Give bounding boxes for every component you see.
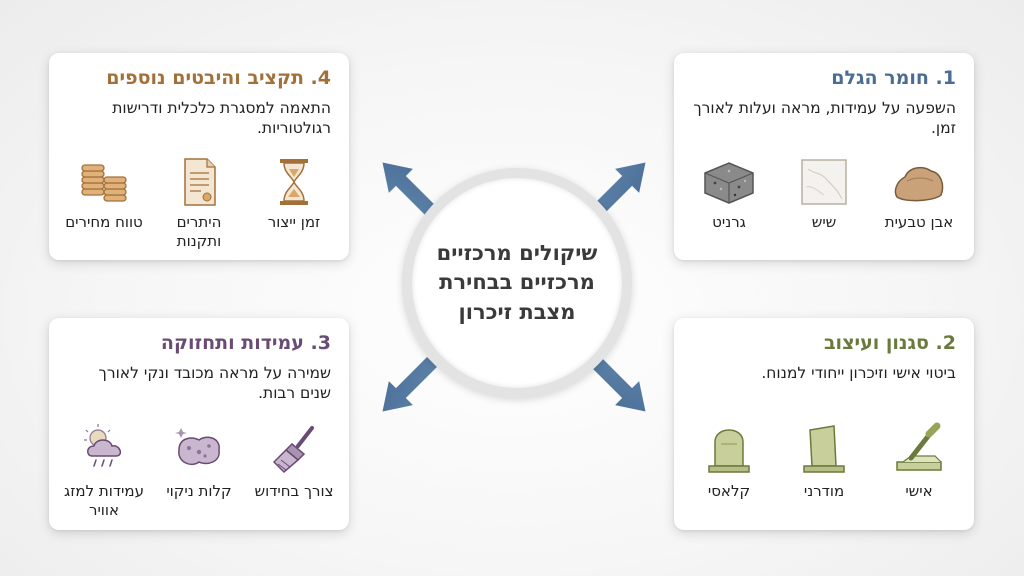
item-personal: אישי: [876, 422, 962, 501]
card-description: שמירה על מראה מכובד ונקי לאורך שנים רבות…: [98, 363, 332, 402]
card-title: 3. עמידות ותחזוקה: [160, 332, 331, 354]
item-classic: קלאסי: [686, 422, 772, 501]
item-marble: שיש: [781, 157, 867, 232]
classic-headstone-icon: [708, 429, 750, 473]
card-description: התאמה למסגרת כלכלית ודרישות רגולטוריות.: [112, 98, 331, 137]
arrow-bottom-left: [382, 357, 437, 412]
item-label: שיש: [811, 213, 837, 231]
item-price-range: טווח מחירים: [61, 157, 147, 251]
item-modern: מודרני: [781, 422, 867, 501]
hourglass-icon: [280, 159, 308, 205]
item-renewal-need: צורך בחידוש: [251, 422, 337, 520]
coins-icon: [81, 164, 127, 202]
arrow-top-right: [591, 162, 646, 217]
granite-icon: [704, 162, 754, 204]
center-circle: שיקולים מרכזיים מרכזיים בבחירת מצבת זיכר…: [412, 178, 622, 388]
card-budget: 4. תקציב והיבטים נוספים התאמה למסגרת כלכ…: [49, 53, 349, 260]
modern-headstone-icon: [803, 425, 845, 473]
card-title: 1. חומר הגלם: [831, 67, 956, 89]
document-icon: [184, 158, 216, 206]
card-title: 2. סגנון ועיצוב: [823, 332, 956, 354]
item-easy-cleaning: קלות ניקוי: [156, 422, 242, 520]
item-label: עמידות למזג אוויר: [64, 482, 144, 519]
item-label: אבן טבעית: [884, 213, 954, 231]
item-label: מודרני: [803, 482, 845, 500]
marble-icon: [801, 159, 847, 205]
card-description: ביטוי אישי וזיכרון ייחודי למנוח.: [761, 363, 956, 382]
sponge-icon: [175, 428, 220, 466]
card-title: 4. תקציב והיבטים נוספים: [106, 67, 331, 89]
item-label: צורך בחידוש: [254, 482, 334, 500]
brush-icon: [272, 426, 314, 474]
weather-icon: [84, 424, 122, 467]
arrow-top-left: [382, 162, 437, 217]
card-description: השפעה על עמידות, מראה ועלות לאורך זמן.: [693, 98, 956, 137]
item-label: גרניט: [712, 213, 746, 231]
chisel-engraving-icon: [896, 422, 942, 471]
card-style-design: 2. סגנון ועיצוב ביטוי אישי וזיכרון ייחוד…: [674, 318, 974, 530]
center-title: שיקולים מרכזיים מרכזיים בבחירת מצבת זיכר…: [436, 240, 598, 324]
item-label: טווח מחירים: [65, 213, 143, 231]
card-durability-maintenance: 3. עמידות ותחזוקה שמירה על מראה מכובד ונ…: [49, 318, 349, 530]
item-weather-resistance: עמידות למזג אוויר: [61, 422, 147, 520]
item-label: אישי: [905, 482, 933, 500]
item-permits: היתרים ותקנות: [156, 157, 242, 251]
item-label: קלאסי: [707, 482, 751, 500]
item-natural-stone: אבן טבעית: [876, 157, 962, 232]
item-label: קלות ניקוי: [166, 482, 232, 500]
item-granite: גרניט: [686, 157, 772, 232]
item-label: זמן ייצור: [267, 213, 321, 231]
item-production-time: זמן ייצור: [251, 157, 337, 251]
natural-stone-icon: [894, 166, 944, 202]
item-label: היתרים ותקנות: [176, 213, 222, 250]
card-raw-material: 1. חומר הגלם השפעה על עמידות, מראה ועלות…: [674, 53, 974, 260]
arrow-bottom-right: [591, 357, 646, 412]
